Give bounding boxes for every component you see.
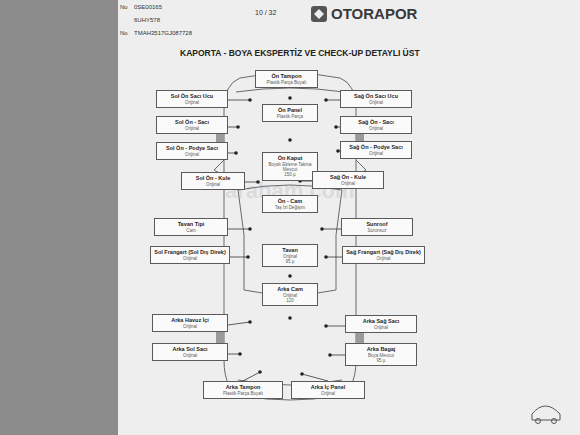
part-status: Plastik Parça Boyalı [259,80,314,85]
page-number: 10 / 32 [255,9,276,16]
report-number: 0SE00165 [134,4,162,10]
part-box: Ön TamponPlastik Parça Boyalı [255,70,318,88]
label-prefix: No [120,30,128,36]
part-status: Orijinal [154,256,226,261]
part-status: 95 µ [266,259,314,264]
part-box: Ön PanelPlastik Parça [262,104,318,122]
part-name: Sağ Ön - Podye Sacı [344,144,408,151]
part-status: Boya Mevcut [349,353,413,358]
part-status: Orijinal [266,254,314,259]
part-name: Tavan [266,247,314,254]
part-box: Tavan TipiCam [154,218,228,236]
part-status: Orijinal [295,391,361,396]
part-status: 150 µ [266,172,314,177]
part-name: Sunroof [345,221,409,228]
part-name: Ön Kaput [266,155,314,162]
part-status: Orijinal [346,256,421,261]
part-status: Cam [158,228,224,233]
part-name: Arka Tampon [207,384,279,391]
part-status: Sorunsuz [345,228,409,233]
part-box: Sol Ön Sacı UcuOrijinal [156,90,228,108]
part-name: Ön Panel [266,107,314,114]
part-name: Arka İç Panel [295,384,361,391]
part-status: Orijinal [349,325,413,330]
part-box: Arka CamOrijinal120 [262,283,318,306]
part-status: Taş İzi Değişim [266,205,314,210]
part-name: Arka Havuz İçi [156,317,224,324]
part-box: Ön - CamTaş İzi Değişim [262,195,318,213]
part-status: Orijinal [160,100,224,105]
part-box: SunroofSorunsuz [341,218,413,236]
part-name: Arka Cam [266,286,314,293]
part-box: Sağ Ön - KuleOrijinal [312,171,384,189]
part-box: Arka TamponPlastik Parça Boyalı [203,381,283,399]
part-name: Ön - Cam [266,198,314,205]
part-box: Sağ Ön - SacıOrijinal [340,116,412,134]
part-box: Sol Ön - KuleOrijinal [181,172,245,190]
chassis-number: TMAH3517GJ087728 [134,30,192,36]
part-box: Arka BagajBoya Mevcut95 µ [345,343,417,366]
part-box: Arka İç PanelOrijinal [291,381,365,399]
part-box: Arka Sol SacıOrijinal [152,343,228,361]
part-name: Sağ Ön - Sacı [344,119,408,126]
part-status: Orijinal [344,100,408,105]
part-status: Orijinal [266,293,314,298]
part-status: Orijinal [344,151,408,156]
plate-number: 6UHY578 [134,17,160,23]
part-status: Boyalı Ekleme Takma Mevcut [266,162,314,173]
part-name: Tavan Tipi [158,221,224,228]
label-prefix: No [120,4,128,10]
part-status: Orijinal [316,181,380,186]
part-box: Arka Sağ SacıOrijinal [345,315,417,333]
part-box: Ön KaputBoyalı Ekleme Takma Mevcut150 µ [262,152,318,181]
part-name: Arka Bagaj [349,346,413,353]
part-name: Sol Ön - Sacı [160,119,224,126]
part-box: Sağ Ön Sacı UcuOrijinal [340,90,412,108]
part-status: Plastik Parça Boyalı [207,391,279,396]
part-status: Orijinal [185,182,241,187]
brand-logo: OTORAPOR [331,5,417,22]
part-status: 95 µ [349,358,413,363]
part-box: Sağ Ön - Podye SacıOrijinal [340,141,412,159]
part-status: Orijinal [156,324,224,329]
part-name: Arka Sağ Sacı [349,318,413,325]
part-status: Plastik Parça [266,114,314,119]
part-name: Sağ Frangart (Sağ Dış Direk) [346,249,421,256]
part-name: Sağ Ön Sacı Ucu [344,93,408,100]
part-box: Sol Frangart (Sol Dış Direk)Orijinal [150,246,230,264]
part-name: Sol Ön - Podye Sacı [160,145,224,152]
part-name: Sağ Ön - Kule [316,174,380,181]
part-status: Orijinal [160,126,224,131]
part-name: Sol Frangart (Sol Dış Direk) [154,249,226,256]
part-box: Sağ Frangart (Sağ Dış Direk)Orijinal [342,246,425,264]
part-box: TavanOrijinal95 µ [262,244,318,267]
part-name: Arka Sol Sacı [156,346,224,353]
part-status: 120 [266,298,314,303]
part-name: Sol Ön Sacı Ucu [160,93,224,100]
part-name: Sol Ön - Kule [185,175,241,182]
part-box: Sol Ön - Podye SacıOrijinal [156,142,228,160]
part-status: Orijinal [156,353,224,358]
part-box: Sol Ön - SacıOrijinal [156,116,228,134]
part-status: Orijinal [344,126,408,131]
part-box: Arka Havuz İçiOrijinal [152,314,228,332]
report-title: KAPORTA - BOYA EKSPERTİZ VE CHECK-UP DET… [180,48,420,58]
part-status: Orijinal [160,152,224,157]
part-name: Ön Tampon [259,73,314,80]
